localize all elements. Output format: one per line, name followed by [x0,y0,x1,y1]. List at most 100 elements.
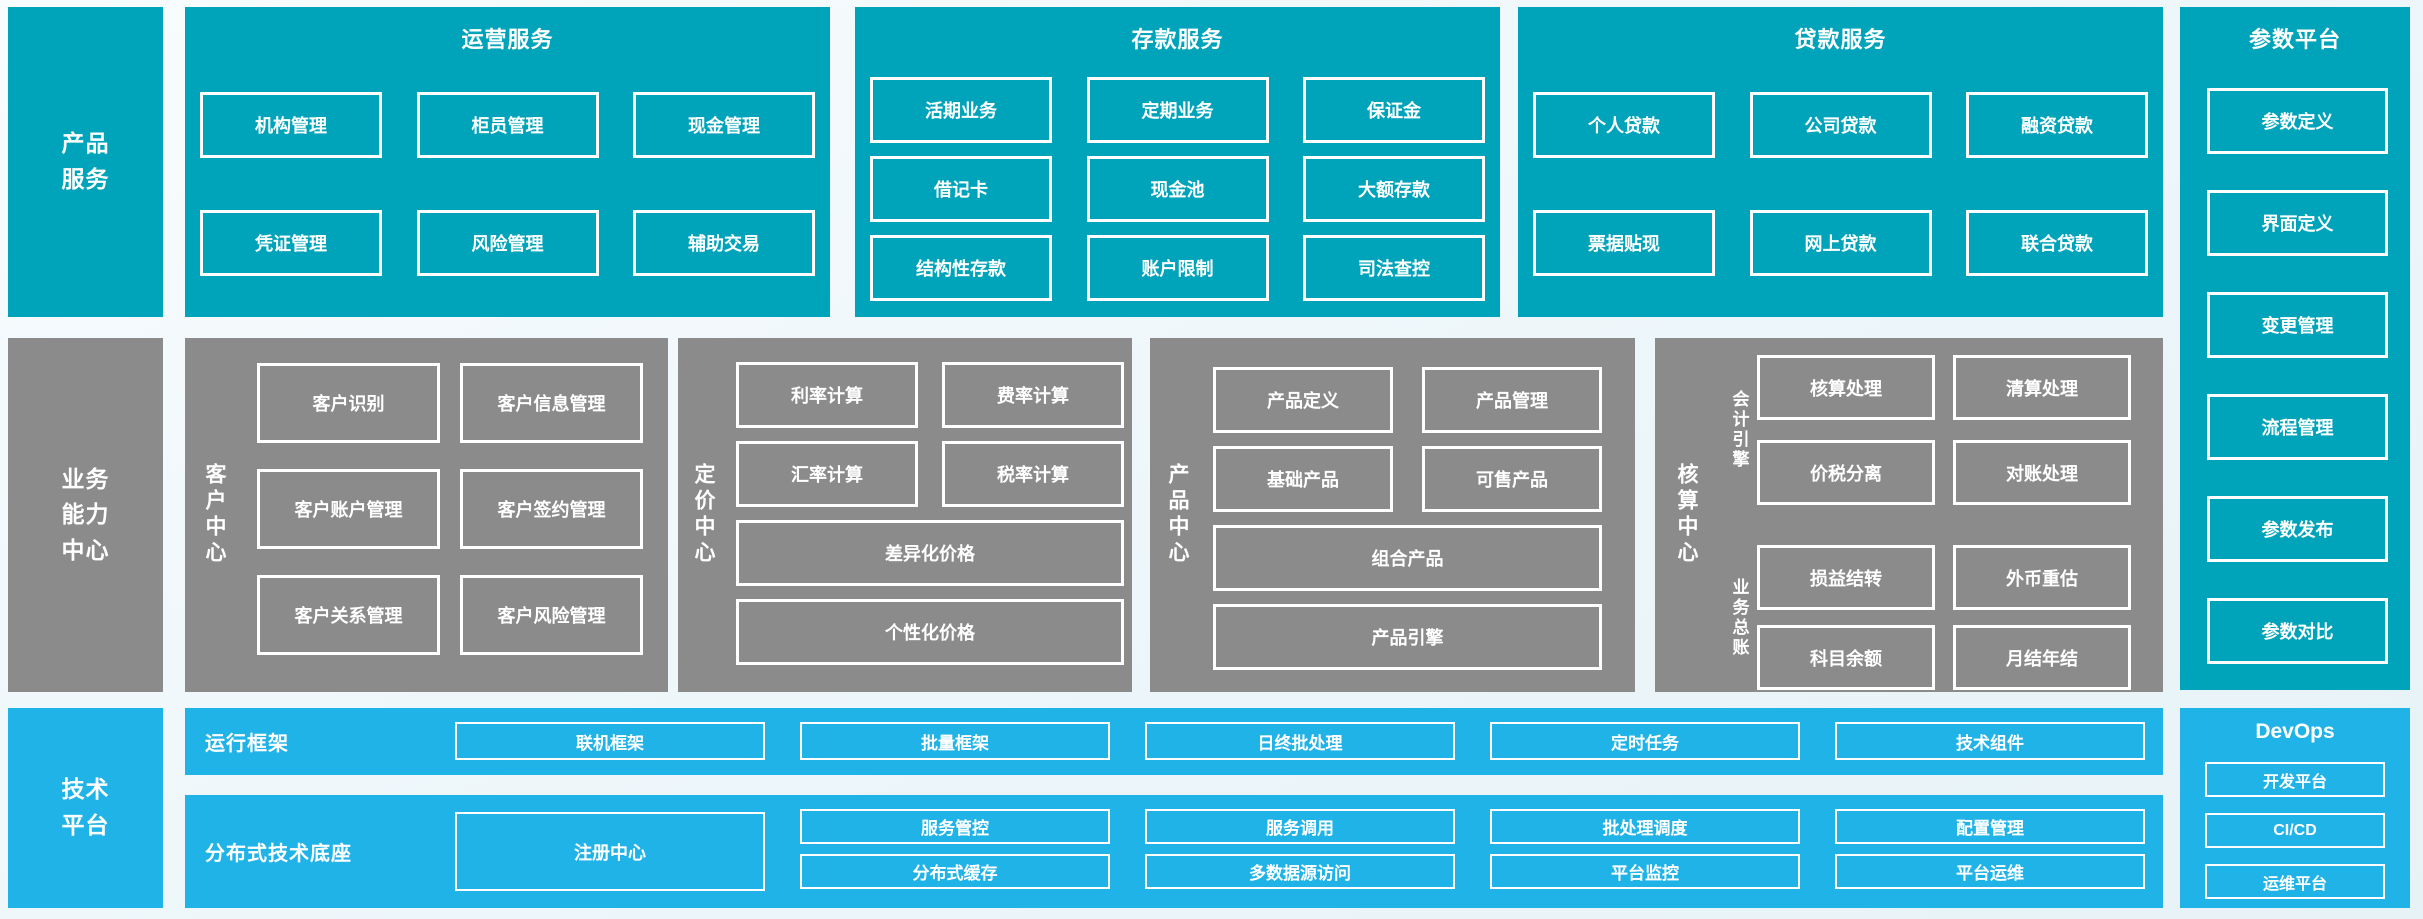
diagram-box: 凭证管理 [200,210,382,276]
diagram-box: 大额存款 [1303,156,1485,222]
diagram-box: 基础产品 [1213,446,1393,512]
diagram-box: 柜员管理 [416,92,599,158]
strip-runtime-framework: 运行框架 联机框架 批量框架 日终批处理 定时任务 技术组件 [185,708,2163,775]
diagram-box: 批量框架 [800,722,1110,760]
diagram-box: 融资贷款 [1966,92,2148,158]
sidebar-tech-platform: 技术 平台 [8,708,163,908]
diagram-box: 服务管控 [800,809,1110,844]
sidebar-label-line: 服务 [61,166,110,192]
diagram-box: 差异化价格 [736,520,1124,586]
panel-title: DevOps [2255,720,2335,743]
panel-loan-services: 贷款服务 个人贷款 公司贷款 融资贷款 票据贴现 网上贷款 联合贷款 [1518,7,2163,317]
diagram-box: 产品引擎 [1213,604,1602,670]
diagram-box: 变更管理 [2207,292,2388,358]
box-grid: 机构管理 柜员管理 现金管理 凭证管理 风险管理 辅助交易 [200,92,815,276]
diagram-box: 客户签约管理 [460,469,643,549]
diagram-box: 保证金 [1303,77,1485,143]
strip-distributed-tech-base: 分布式技术底座 注册中心 服务管控 服务调用 批处理调度 配置管理 分布式缓存 … [185,795,2163,908]
diagram-box: 费率计算 [942,362,1124,428]
diagram-box: 借记卡 [870,156,1052,222]
diagram-box: 网上贷款 [1749,210,1932,276]
box-grid: 服务管控 服务调用 批处理调度 配置管理 分布式缓存 多数据源访问 平台监控 平… [800,809,2145,889]
sidebar-label-line: 产品 [61,130,110,157]
diagram-box: 组合产品 [1213,525,1602,591]
diagram-box: CI/CD [2205,813,2385,848]
panel-parameter-platform: 参数平台 参数定义 界面定义 变更管理 流程管理 参数发布 参数对比 [2180,7,2410,690]
vertical-label: 定价中心 [692,463,715,567]
box-grid: 个人贷款 公司贷款 融资贷款 票据贴现 网上贷款 联合贷款 [1533,92,2148,276]
diagram-box: 客户关系管理 [257,575,440,655]
diagram-box: 批处理调度 [1490,809,1800,844]
panel-title: 贷款服务 [1794,27,1887,52]
box-grid: 活期业务 定期业务 保证金 借记卡 现金池 大额存款 结构性存款 账户限制 司法… [870,77,1485,301]
diagram-box: 开发平台 [2205,762,2385,797]
strip-label: 运行框架 [205,733,289,755]
diagram-box: 客户识别 [257,363,440,443]
diagram-box: 参数发布 [2207,496,2388,562]
diagram-box: 产品定义 [1213,367,1393,433]
box-grid: 核算处理 清算处理 价税分离 对账处理 [1757,355,2131,505]
panel-accounting-center: 核算中心 会计引擎 业务总账 核算处理 清算处理 价税分离 对账处理 损益结转 … [1655,338,2163,692]
vertical-sublabel-accounting-engine: 会计引擎 [1729,390,1749,470]
box-grid: 利率计算 费率计算 汇率计算 税率计算 差异化价格 个性化价格 [736,362,1124,665]
diagram-box: 司法查控 [1303,235,1485,301]
diagram-box: 机构管理 [200,92,382,158]
diagram-box: 定期业务 [1086,77,1269,143]
diagram-box: 客户风险管理 [460,575,643,655]
diagram-box: 注册中心 [455,812,765,891]
diagram-box: 个性化价格 [736,599,1124,665]
diagram-box: 配置管理 [1835,809,2145,844]
diagram-box: 现金池 [1086,156,1269,222]
panel-pricing-center: 定价中心 利率计算 费率计算 汇率计算 税率计算 差异化价格 个性化价格 [678,338,1132,692]
strip-label: 分布式技术底座 [205,843,352,865]
diagram-box: 参数定义 [2207,88,2388,154]
diagram-box: 服务调用 [1145,809,1455,844]
sidebar-label-line: 平台 [61,812,110,838]
panel-title: 运营服务 [461,27,554,52]
diagram-box: 参数对比 [2207,598,2388,664]
diagram-box: 损益结转 [1757,545,1935,610]
panel-deposit-services: 存款服务 活期业务 定期业务 保证金 借记卡 现金池 大额存款 结构性存款 账户… [855,7,1500,317]
diagram-box: 界面定义 [2207,190,2388,256]
diagram-box: 税率计算 [942,441,1124,507]
diagram-box: 日终批处理 [1145,722,1455,760]
diagram-box: 价税分离 [1757,440,1935,505]
panel-product-center: 产品中心 产品定义 产品管理 基础产品 可售产品 组合产品 产品引擎 [1150,338,1635,692]
diagram-box: 流程管理 [2207,394,2388,460]
panel-customer-center: 客户中心 客户识别 客户信息管理 客户账户管理 客户签约管理 客户关系管理 客户… [185,338,668,692]
panel-operations-services: 运营服务 机构管理 柜员管理 现金管理 凭证管理 风险管理 辅助交易 [185,7,830,317]
sidebar-label-line: 技术 [61,776,110,803]
sidebar-label-line: 中心 [61,536,110,563]
diagram-box: 风险管理 [416,210,599,276]
box-column: 开发平台 CI/CD 运维平台 [2205,762,2385,899]
diagram-box: 个人贷款 [1533,92,1715,158]
diagram-box: 多数据源访问 [1145,854,1455,889]
box-grid: 客户识别 客户信息管理 客户账户管理 客户签约管理 客户关系管理 客户风险管理 [257,363,643,655]
diagram-box: 联机框架 [455,722,765,760]
diagram-box: 结构性存款 [870,235,1052,301]
diagram-box: 平台监控 [1490,854,1800,889]
sidebar-label-line: 业务 [61,465,110,492]
diagram-box: 外币重估 [1953,545,2131,610]
diagram-box: 核算处理 [1757,355,1935,420]
diagram-box: 现金管理 [633,92,815,158]
diagram-box: 定时任务 [1490,722,1800,760]
diagram-box: 活期业务 [870,77,1052,143]
box-grid: 损益结转 外币重估 科目余额 月结年结 [1757,545,2131,690]
diagram-box: 科目余额 [1757,625,1935,690]
param-items: 参数定义 界面定义 变更管理 流程管理 参数发布 参数对比 [2207,88,2388,664]
panel-title: 存款服务 [1131,27,1224,52]
diagram-box: 平台运维 [1835,854,2145,889]
vertical-label: 客户中心 [203,463,226,567]
diagram-box: 汇率计算 [736,441,918,507]
vertical-label: 核算中心 [1675,463,1698,567]
diagram-box: 分布式缓存 [800,854,1110,889]
diagram-box: 对账处理 [1953,440,2131,505]
diagram-box: 清算处理 [1953,355,2131,420]
sidebar-product-services: 产品 服务 [8,7,163,317]
diagram-box: 技术组件 [1835,722,2145,760]
diagram-box: 可售产品 [1422,446,1602,512]
diagram-box: 客户信息管理 [460,363,643,443]
sidebar-label-line: 能力 [61,501,110,528]
